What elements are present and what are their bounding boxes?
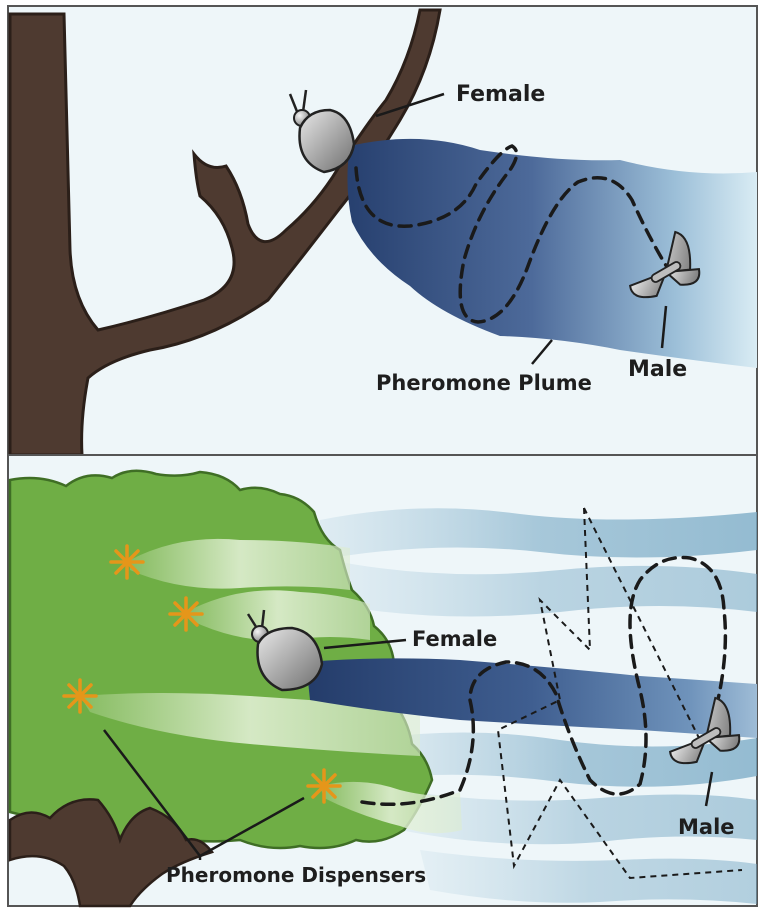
- top-male-label: Male: [628, 357, 687, 382]
- bottom-male-label: Male: [678, 815, 735, 839]
- top-plume-label: Pheromone Plume: [376, 371, 592, 395]
- dispenser-star-icon: [64, 680, 96, 712]
- top-panel: Female Male Pheromone Plume: [8, 6, 757, 455]
- dispenser-star-icon: [111, 546, 143, 578]
- top-female-label: Female: [456, 82, 545, 107]
- bottom-female-label: Female: [412, 627, 497, 651]
- dispensers-label: Pheromone Dispensers: [166, 863, 426, 887]
- dispenser-star-icon: [170, 598, 202, 630]
- bottom-panel: Female Male Pheromone Dispensers: [8, 455, 757, 906]
- dispenser-star-icon: [308, 770, 340, 802]
